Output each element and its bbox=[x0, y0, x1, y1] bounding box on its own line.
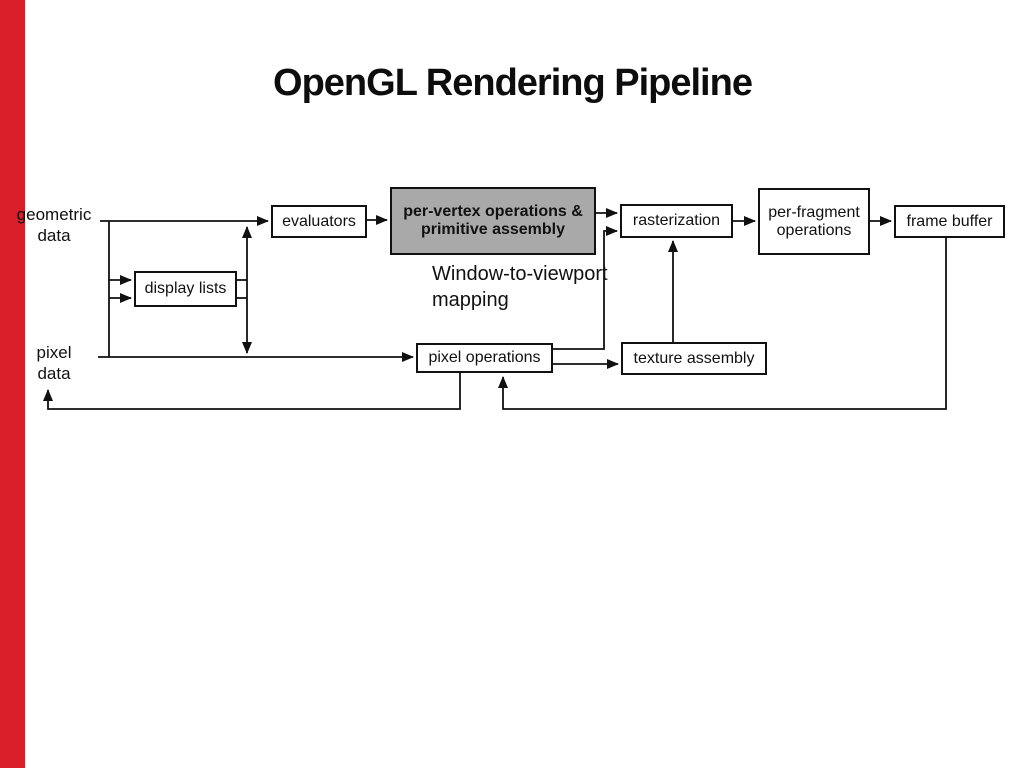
node-frame-buffer: frame buffer bbox=[894, 205, 1005, 238]
arrow-pixel-operations-to-rasterization bbox=[553, 226, 618, 350]
node-texture-assembly: texture assembly bbox=[621, 342, 767, 375]
label-geometric-data: geometric data bbox=[16, 205, 92, 245]
annotation-window-to-viewport: Window-to-viewport mapping bbox=[432, 263, 608, 311]
node-rasterization: rasterization bbox=[620, 204, 733, 238]
arrow-pixel-operations-to-pixel-data bbox=[43, 373, 461, 410]
node-evaluators: evaluators bbox=[271, 205, 367, 238]
arrow-frame-buffer-to-pixel-operations bbox=[498, 238, 947, 410]
node-pixel-operations: pixel operations bbox=[416, 343, 553, 373]
slide-title: OpenGL Rendering Pipeline bbox=[273, 62, 753, 104]
node-per-fragment-operations: per-fragment operations bbox=[758, 188, 870, 255]
label-pixel-data: pixel data bbox=[36, 343, 72, 383]
slide-accent-bar bbox=[0, 0, 25, 768]
node-per-vertex-operations: per-vertex operations & primitive assemb… bbox=[390, 187, 596, 255]
node-display-lists: display lists bbox=[134, 271, 237, 307]
